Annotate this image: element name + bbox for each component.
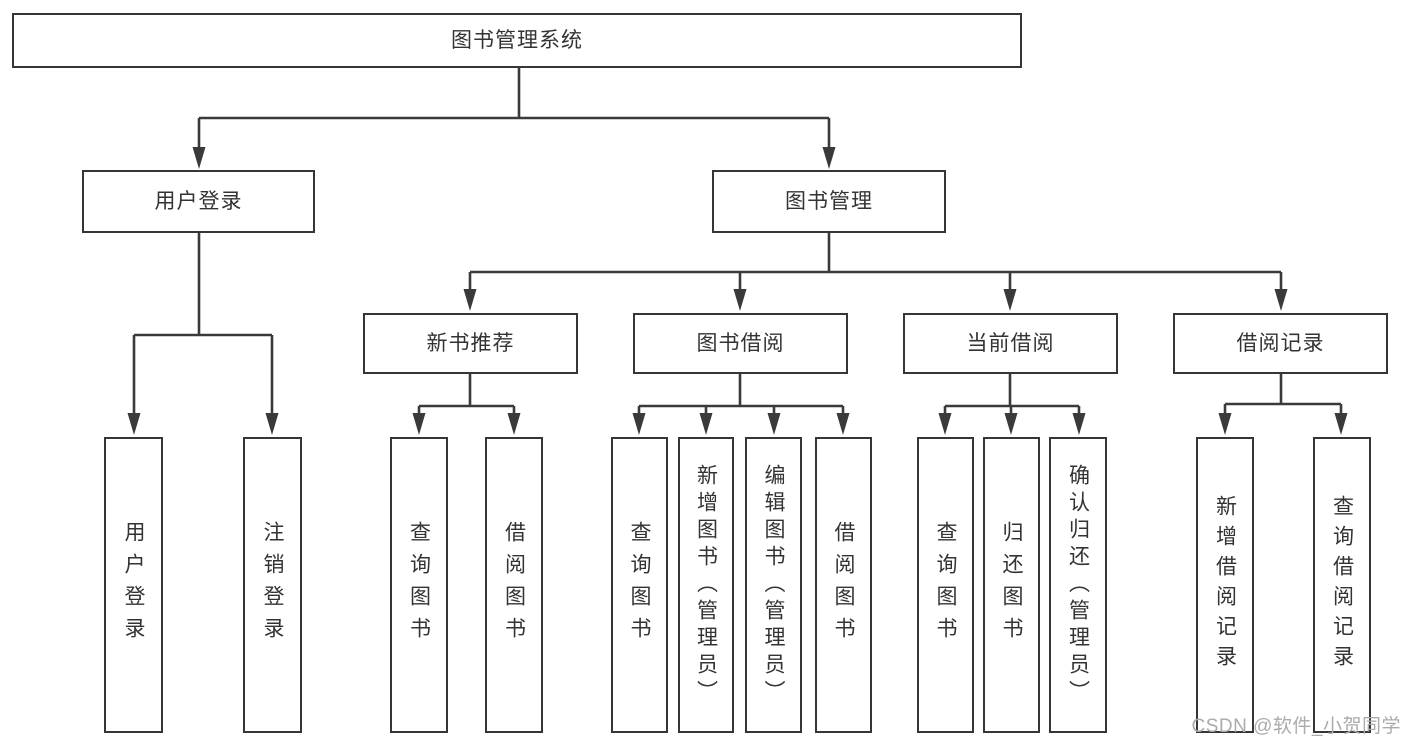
- connector-book-borrow-to-leaves: [637, 374, 845, 417]
- node-book-management: 图书管理: [712, 170, 946, 233]
- watermark: CSDN @软件_小贺同学: [1191, 716, 1401, 737]
- leaf-borrow-book-recommend: 借阅图书: [485, 437, 543, 733]
- leaf-edit-book-admin: 编辑图书（管理员）: [745, 437, 802, 733]
- leaf-user-login: 用户登录: [104, 437, 163, 733]
- leaf-label: 注销登录: [261, 521, 284, 649]
- leaf-label: 归还图书: [1000, 521, 1023, 649]
- leaf-confirm-return-admin: 确认归还（管理员）: [1049, 437, 1107, 733]
- connector-root-to-level2: [197, 68, 831, 151]
- connector-book-mgmt-to-modules: [468, 233, 1283, 293]
- leaf-query-book-borrow: 查询图书: [611, 437, 668, 733]
- leaf-label: 查询图书: [628, 521, 651, 649]
- leaf-add-borrow-record: 新增借阅记录: [1196, 437, 1254, 733]
- leaf-label: 用户登录: [122, 521, 145, 649]
- leaf-borrow-book: 借阅图书: [815, 437, 872, 733]
- leaf-label: 新增图书（管理员）: [694, 463, 718, 707]
- leaf-label: 新增借阅记录: [1213, 495, 1237, 675]
- connector-new-book-to-leaves: [417, 374, 516, 417]
- leaf-label: 查询借阅记录: [1330, 495, 1354, 675]
- node-user-login: 用户登录: [82, 170, 315, 233]
- leaf-return-book: 归还图书: [983, 437, 1040, 733]
- leaf-label: 确认归还（管理员）: [1066, 463, 1090, 707]
- connector-user-login-to-leaves: [132, 233, 274, 417]
- leaf-label: 查询图书: [934, 521, 957, 649]
- connector-current-borrow-to-leaves: [943, 374, 1081, 417]
- node-borrow-records: 借阅记录: [1173, 313, 1388, 374]
- connector-borrow-records-to-leaves: [1223, 374, 1343, 417]
- leaf-query-book-current: 查询图书: [917, 437, 974, 733]
- leaf-label: 编辑图书（管理员）: [762, 463, 785, 707]
- leaf-query-book-recommend: 查询图书: [390, 437, 448, 733]
- leaf-query-borrow-record: 查询借阅记录: [1313, 437, 1371, 733]
- node-new-book-recommend: 新书推荐: [363, 313, 578, 374]
- leaf-label: 借阅图书: [502, 521, 526, 649]
- leaf-logout: 注销登录: [243, 437, 302, 733]
- node-book-borrow: 图书借阅: [633, 313, 848, 374]
- node-current-borrow: 当前借阅: [903, 313, 1118, 374]
- leaf-label: 借阅图书: [832, 521, 855, 649]
- arrowhead-down-icons: [127, 147, 1348, 435]
- leaf-label: 查询图书: [407, 521, 431, 649]
- node-root-library-system: 图书管理系统: [12, 13, 1022, 68]
- leaf-add-book-admin: 新增图书（管理员）: [678, 437, 734, 733]
